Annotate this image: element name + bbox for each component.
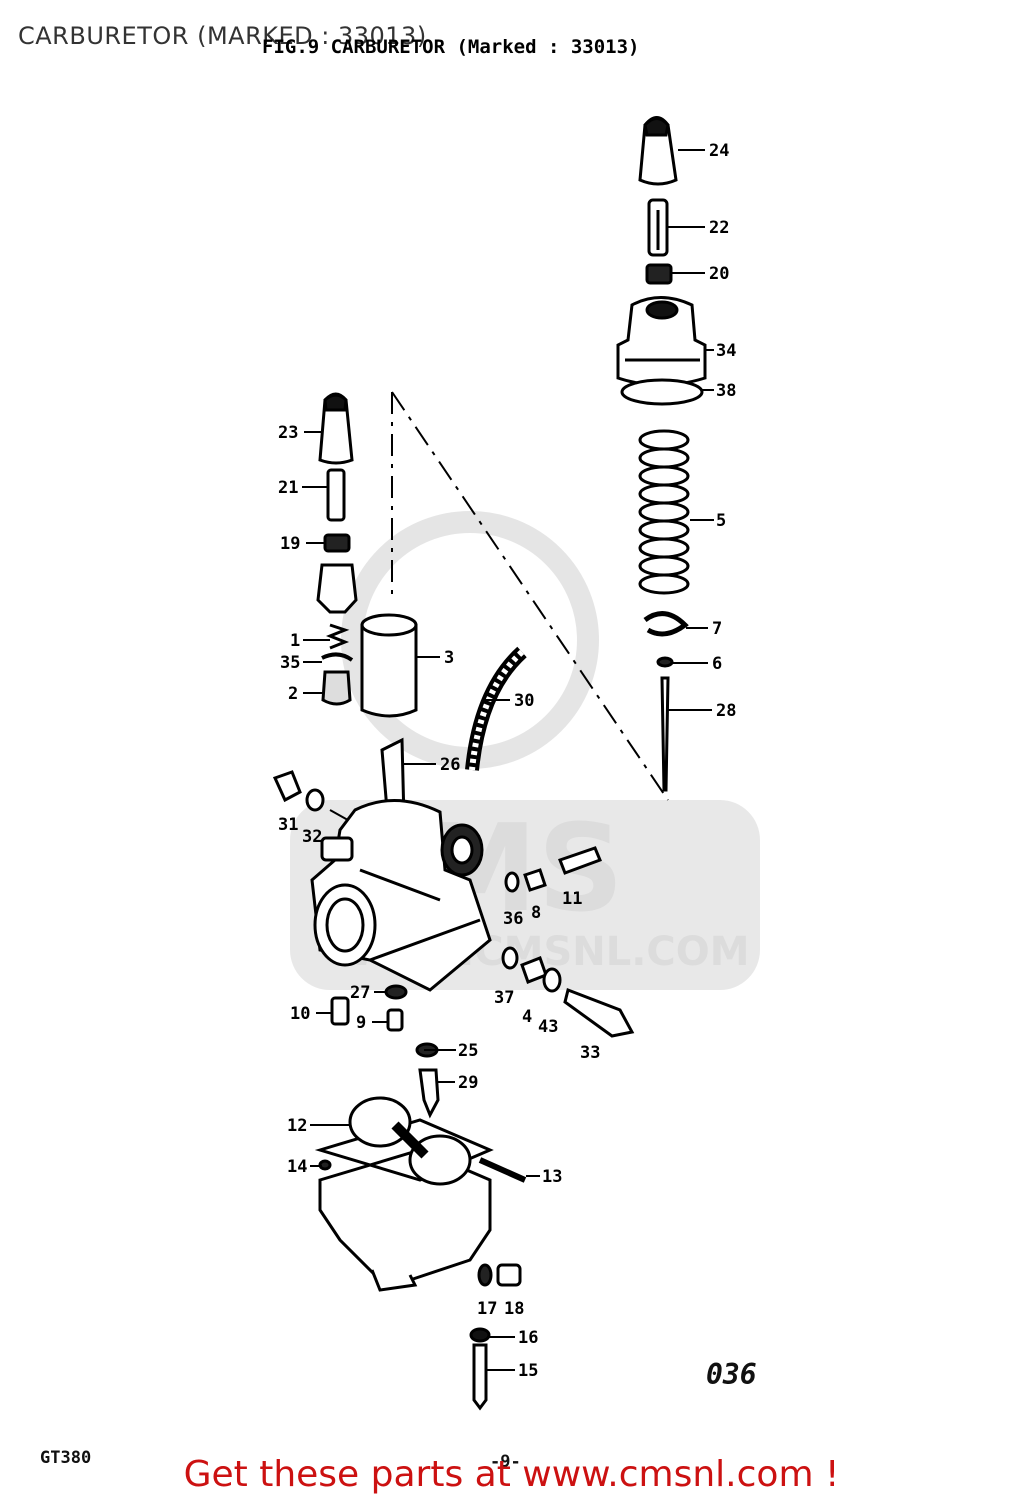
float-chamber — [314, 1096, 494, 1292]
washer-17 — [477, 1263, 493, 1287]
jet-10 — [330, 996, 350, 1026]
carburetor-body — [310, 737, 492, 992]
callout-29: 29 — [458, 1073, 478, 1093]
top-cap-34 — [616, 296, 707, 387]
page-number: -9- — [490, 1452, 521, 1472]
callout-7: 7 — [712, 619, 722, 639]
callout-28: 28 — [716, 701, 736, 721]
spring-8 — [523, 868, 547, 892]
callout-27: 27 — [350, 983, 370, 1003]
clip-35 — [321, 652, 354, 662]
callout-43: 43 — [538, 1017, 558, 1037]
callout-33: 33 — [580, 1043, 600, 1063]
callout-26: 26 — [440, 755, 460, 775]
callout-1: 1 — [290, 631, 300, 651]
callout-36: 36 — [503, 909, 523, 929]
figure-title: FIG.9 CARBURETOR (Marked : 33013) — [262, 36, 640, 58]
needle-valve-29 — [418, 1068, 440, 1119]
callout-32: 32 — [302, 827, 322, 847]
washer-6 — [656, 656, 674, 668]
callout-24: 24 — [709, 141, 729, 161]
callout-37: 37 — [494, 988, 514, 1008]
leader-lines — [302, 149, 714, 1371]
right-parts — [616, 116, 707, 792]
callout-22: 22 — [709, 218, 729, 238]
plunger-cap — [316, 563, 358, 614]
page-title: CARBURETOR (MARKED : 33013) — [18, 22, 427, 50]
fitting-31 — [272, 770, 302, 803]
washer-37 — [501, 946, 519, 970]
gasket-38 — [620, 378, 704, 406]
washer-16 — [469, 1327, 491, 1343]
jet-9 — [386, 1008, 404, 1032]
plug-18 — [496, 1263, 522, 1287]
washer-43 — [542, 967, 562, 993]
spring-1 — [325, 623, 350, 650]
callout-10: 10 — [290, 1004, 310, 1024]
callout-6: 6 — [712, 654, 722, 674]
callout-34: 34 — [716, 341, 736, 361]
callout-38: 38 — [716, 381, 736, 401]
jet-27 — [384, 984, 408, 1000]
clip-7 — [643, 611, 689, 637]
callout-5: 5 — [716, 511, 726, 531]
needle-28 — [660, 676, 670, 792]
callout-20: 20 — [709, 264, 729, 284]
callout-labels: 24 22 20 34 38 5 7 6 28 23 21 19 1 35 2 … — [278, 141, 736, 1381]
screw-33 — [563, 987, 635, 1038]
callout-30: 30 — [514, 691, 534, 711]
callout-2: 2 — [288, 684, 298, 704]
callout-35: 35 — [280, 653, 300, 673]
callout-12: 12 — [287, 1116, 307, 1136]
callout-21: 21 — [278, 478, 298, 498]
callout-9: 9 — [356, 1013, 366, 1033]
callout-15: 15 — [518, 1361, 538, 1381]
nut-20 — [645, 263, 673, 285]
nut-19 — [323, 533, 351, 553]
callout-8: 8 — [531, 903, 541, 923]
washer-36 — [504, 871, 520, 893]
pin-13 — [478, 1157, 527, 1183]
callout-25: 25 — [458, 1041, 478, 1061]
callout-3: 3 — [444, 648, 454, 668]
screw-11 — [558, 846, 602, 875]
plunger-2 — [321, 670, 352, 706]
callout-17: 17 — [477, 1299, 497, 1319]
callout-13: 13 — [542, 1167, 562, 1187]
callout-19: 19 — [280, 534, 300, 554]
washer-32 — [305, 788, 325, 812]
callout-31: 31 — [278, 815, 298, 835]
adjuster-21 — [326, 468, 346, 522]
callout-23: 23 — [278, 423, 298, 443]
callout-16: 16 — [518, 1328, 538, 1348]
callout-4: 4 — [522, 1007, 532, 1027]
callout-14: 14 — [287, 1157, 307, 1177]
model-label: GT380 — [40, 1448, 92, 1468]
bolt-15 — [472, 1343, 488, 1411]
figure-code: 036 — [706, 1358, 757, 1391]
callout-18: 18 — [504, 1299, 524, 1319]
callout-11: 11 — [562, 889, 582, 909]
spring-5 — [638, 429, 690, 595]
footer-link[interactable]: Get these parts at www.cmsnl.com ! — [183, 1454, 840, 1495]
